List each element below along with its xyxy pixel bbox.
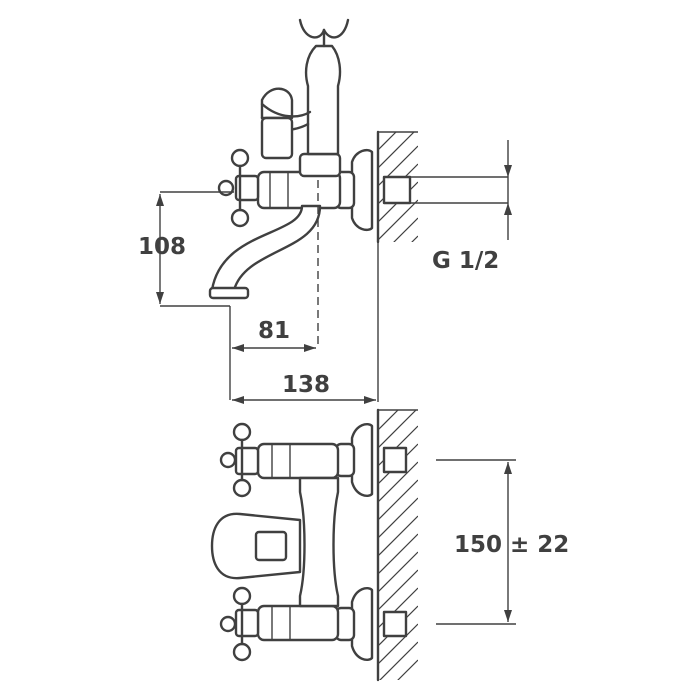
lower-rosette — [350, 587, 374, 661]
upper-rosette — [350, 423, 374, 497]
total-depth-label: 138 — [282, 372, 330, 398]
dimension-thread: G 1/2 — [432, 140, 512, 274]
dimension-81: 81 — [229, 306, 316, 400]
lower-wall-connector — [382, 610, 408, 638]
spout-aerator — [208, 286, 250, 300]
spout-reach-label: 81 — [258, 318, 290, 344]
dimension-center-distance: 150 ± 22 — [436, 459, 569, 625]
thread-label: G 1/2 — [432, 248, 499, 274]
diverter-housing — [298, 152, 342, 178]
lower-cross-handle — [219, 586, 260, 662]
center-distance-label: 150 ± 22 — [454, 532, 569, 558]
lower-valve-body — [256, 604, 340, 642]
wall-connector — [382, 175, 412, 205]
dimension-138: 138 — [232, 242, 379, 404]
cross-handle-side — [217, 148, 260, 228]
wall-bottom — [376, 408, 418, 682]
side-view: 108 81 138 G 1/2 — [138, 18, 512, 404]
wall-rosette — [350, 148, 374, 232]
handshower-holder — [260, 18, 350, 160]
dimension-108: 108 — [138, 191, 234, 307]
upper-valve-body — [256, 442, 340, 480]
front-view: 150 ± 22 — [210, 408, 569, 682]
connecting-column — [298, 476, 340, 608]
diverter-knob — [254, 530, 288, 562]
spout — [210, 204, 322, 292]
upper-wall-connector — [382, 446, 408, 474]
upper-cross-handle — [219, 422, 260, 498]
height-label: 108 — [138, 234, 186, 260]
